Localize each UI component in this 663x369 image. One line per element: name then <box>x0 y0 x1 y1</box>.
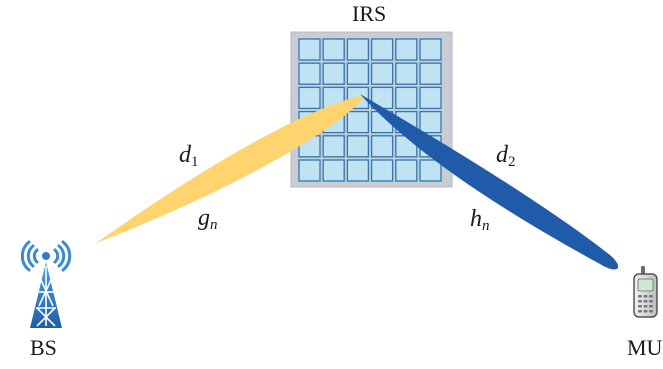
hn-label: hn <box>470 206 490 234</box>
base-station-tower-icon <box>20 240 72 328</box>
d1-label: d1 <box>179 142 199 170</box>
irs-element <box>322 62 345 85</box>
beam-irs-mu <box>360 94 619 270</box>
mu-label: MU <box>627 335 663 360</box>
irs-element <box>322 38 345 61</box>
irs-label: IRS <box>352 1 387 26</box>
irs-element <box>395 159 418 182</box>
beam-bs-irs <box>96 95 364 243</box>
irs-element <box>346 38 370 61</box>
irs-element <box>370 62 394 85</box>
irs-element <box>346 110 370 134</box>
bs-label: BS <box>30 335 57 360</box>
irs-element <box>298 62 321 85</box>
irs-element <box>395 38 418 61</box>
irs-element <box>395 62 418 85</box>
irs-element <box>419 86 442 110</box>
irs-element <box>395 86 418 110</box>
irs-element <box>298 38 321 61</box>
irs-element <box>346 159 370 182</box>
mobile-phone-icon <box>633 266 658 318</box>
irs-element <box>298 86 321 110</box>
irs-panel-icon <box>290 31 453 188</box>
irs-element <box>419 159 442 182</box>
irs-cell-grid <box>298 38 442 182</box>
radio-waves-icon <box>20 240 72 272</box>
irs-element <box>370 38 394 61</box>
d2-label: d2 <box>496 142 516 170</box>
irs-element <box>370 159 394 182</box>
irs-element <box>322 159 345 182</box>
irs-element <box>370 135 394 158</box>
irs-element <box>419 38 442 61</box>
irs-element <box>346 62 370 85</box>
irs-element <box>322 135 345 158</box>
gn-label: gn <box>198 205 218 233</box>
irs-element <box>298 159 321 182</box>
irs-element <box>419 110 442 134</box>
irs-element <box>419 62 442 85</box>
irs-element <box>346 135 370 158</box>
